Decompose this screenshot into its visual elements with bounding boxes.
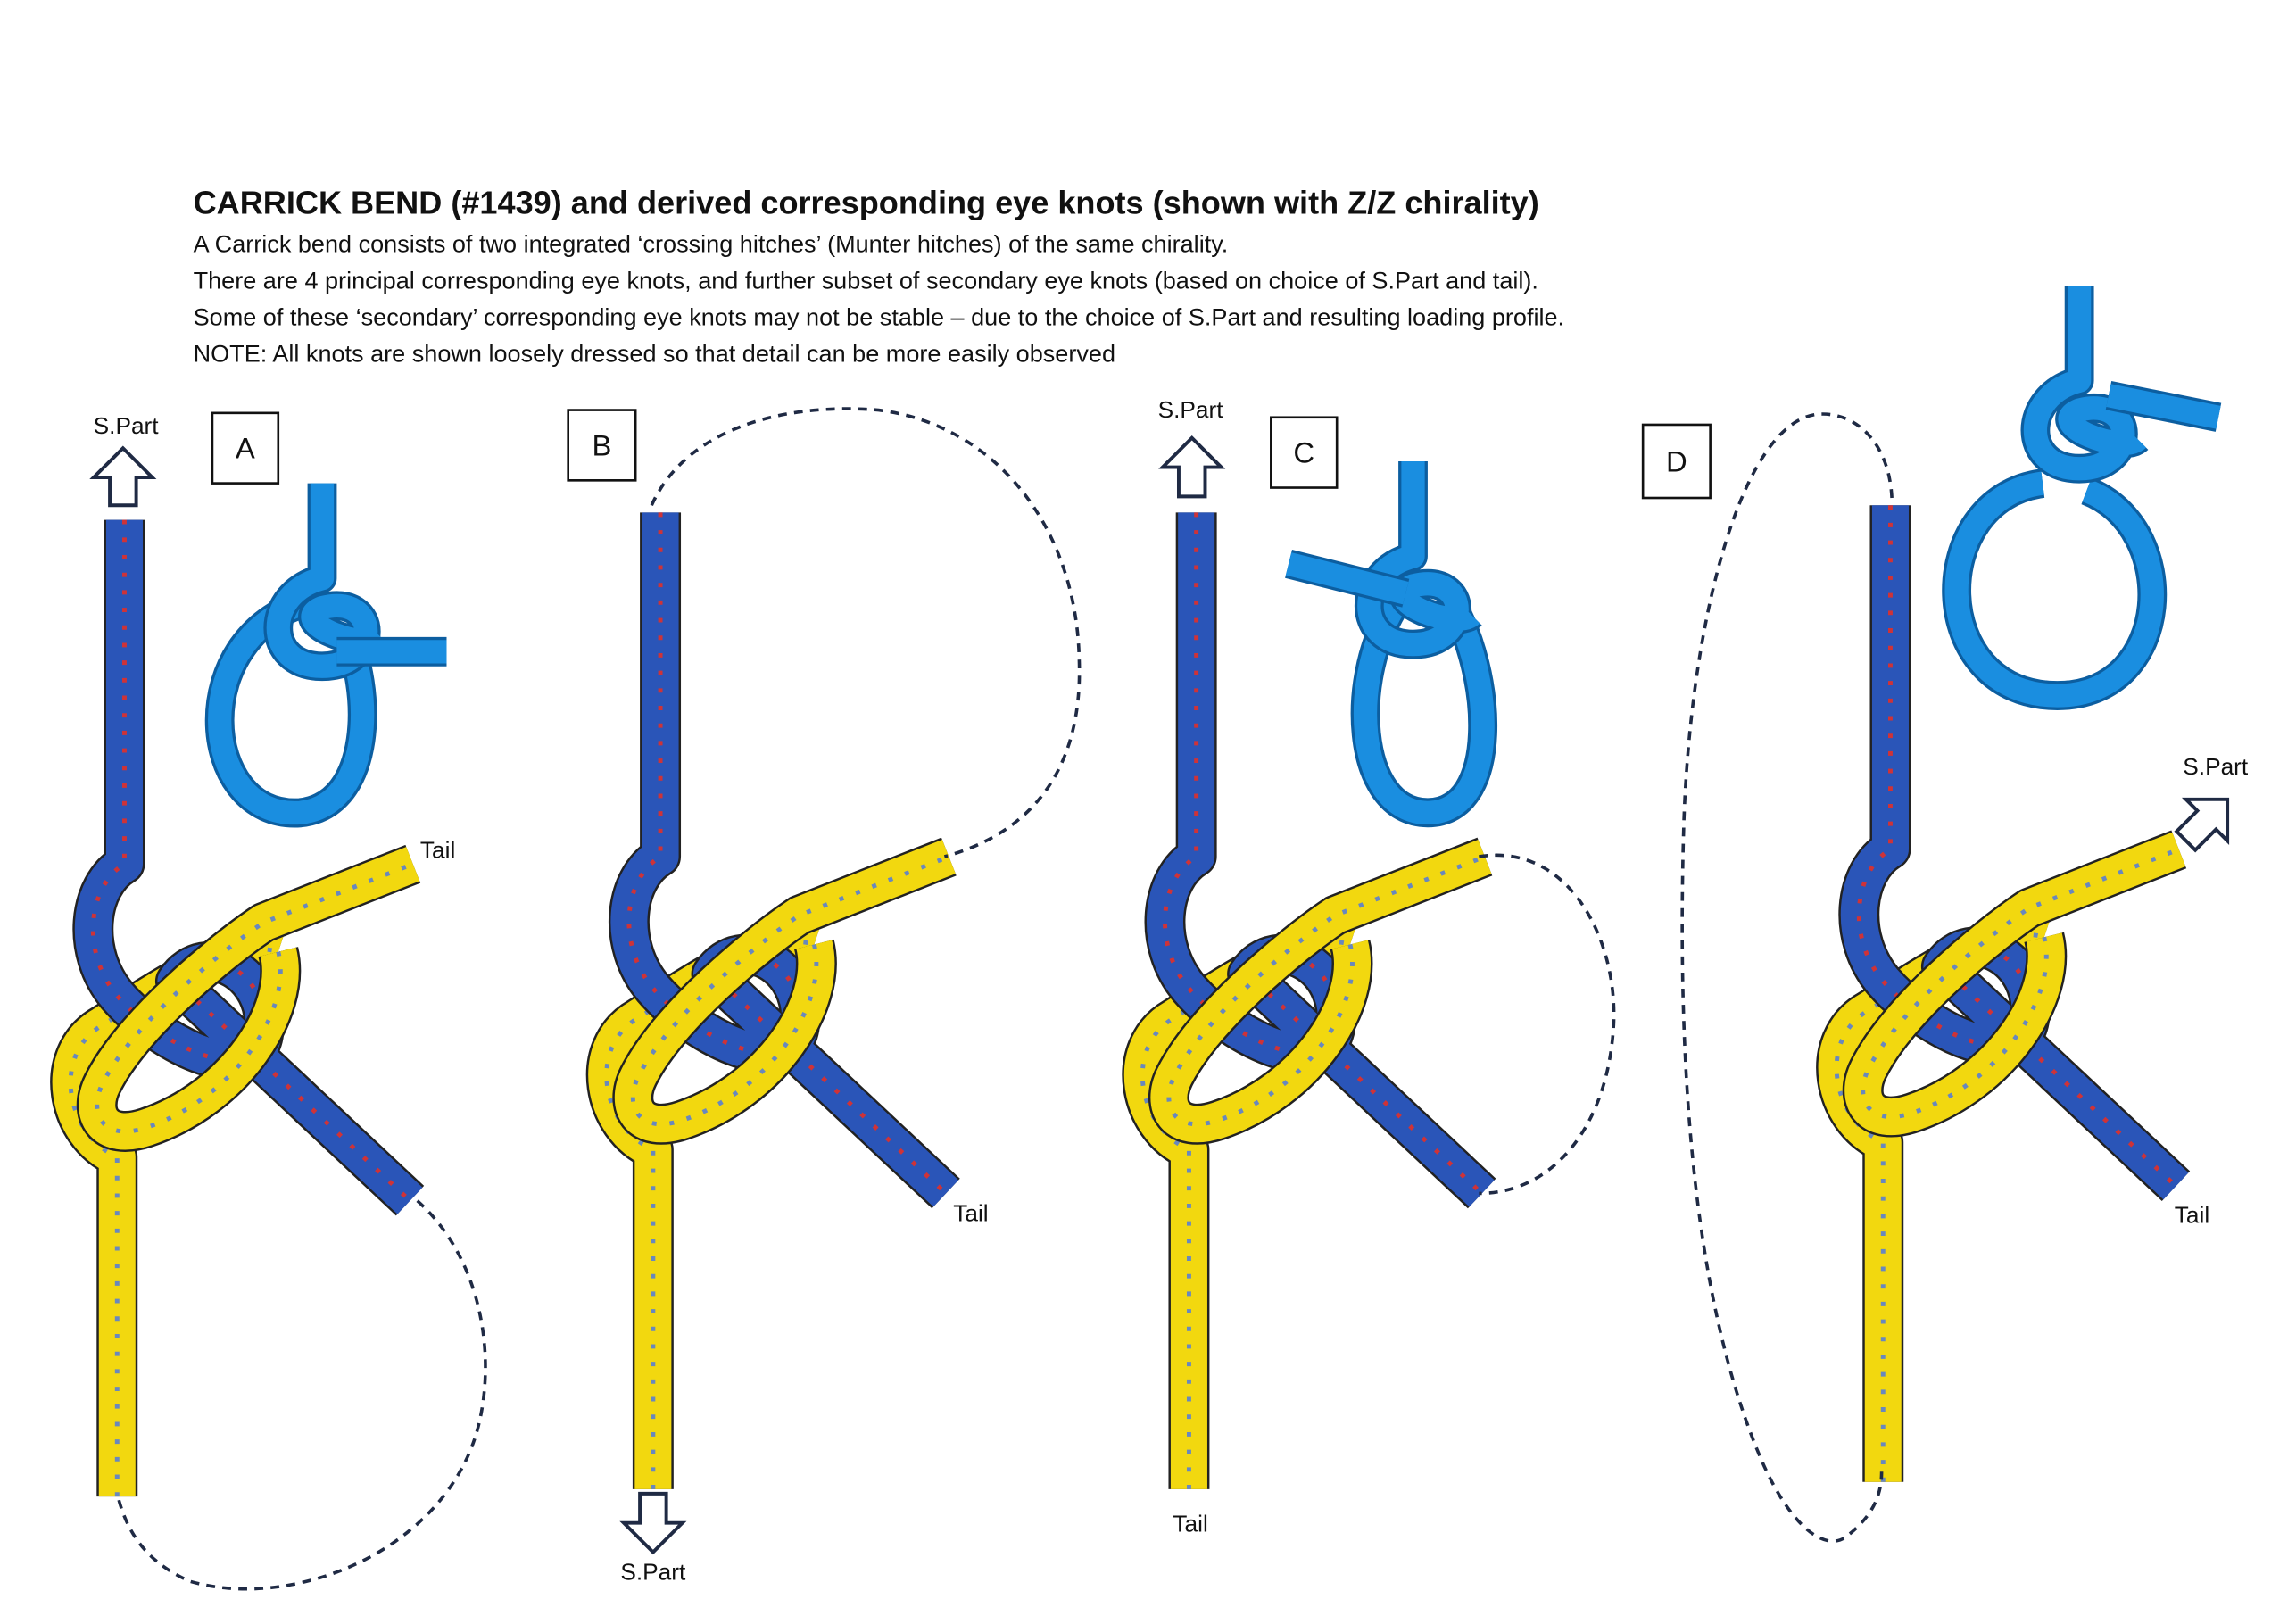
panel-c: C S.Part Tail — [1158, 396, 1339, 1537]
tail-label: Tail — [953, 1200, 988, 1227]
panel-b: B S.Part Tail — [567, 409, 989, 1586]
yellow-rope-tail-pattern — [1166, 854, 1486, 1127]
panel-d: D S.Part Tail — [1641, 423, 2249, 1228]
arrow-up-right-icon — [2174, 797, 2230, 853]
eye-tail — [1285, 552, 1409, 605]
eye-loop — [208, 589, 375, 824]
description-line-2: There are 4 principal corresponding eye … — [194, 266, 1538, 294]
yellow-rope-tail-pattern — [95, 861, 414, 1134]
arrow-up-icon — [89, 445, 157, 508]
panel-a: A S.Part Tail — [89, 411, 455, 864]
panel-letter: C — [1293, 436, 1314, 469]
carrick-bend-b — [585, 512, 960, 1489]
panel-label-box — [211, 411, 280, 485]
panel-letter: D — [1666, 444, 1687, 477]
spart-label: S.Part — [2183, 753, 2249, 780]
dashed-eye-path-d — [1680, 412, 1894, 1543]
panel-label-box — [1270, 416, 1339, 489]
carrick-bend-d — [1816, 505, 2191, 1482]
eye-knot-inset-c — [1285, 460, 1498, 828]
carrick-bend-c — [1122, 512, 1496, 1489]
panel-letter: B — [592, 428, 611, 461]
spart-label: S.Part — [94, 412, 160, 439]
eye-tail — [2106, 384, 2221, 429]
spart-label: S.Part — [1158, 396, 1224, 423]
blue-rope — [1840, 505, 2189, 1200]
tail-label: Tail — [2175, 1201, 2209, 1228]
page-title: CARRICK BEND (#1439) and derived corresp… — [194, 185, 1539, 221]
panel-label-box — [1641, 423, 1712, 500]
arrow-up-icon — [1158, 435, 1226, 499]
yellow-rope-tail-pattern — [630, 854, 950, 1127]
panel-label-box — [567, 409, 637, 482]
rope-illustrations — [50, 286, 2222, 1497]
eye-knot-inset-d — [1942, 286, 2222, 710]
panel-letter: A — [236, 432, 255, 465]
tail-label: Tail — [1173, 1511, 1207, 1537]
spart-label: S.Part — [620, 1559, 686, 1586]
arrow-down-icon — [619, 1491, 687, 1555]
eye-knot-inset-a — [204, 483, 447, 828]
carrick-bend-a — [50, 519, 425, 1497]
blue-rope — [610, 512, 959, 1207]
dashed-eye-path-b — [650, 407, 1082, 858]
eye-loop — [1353, 593, 1495, 824]
eye-loop — [1944, 471, 2164, 708]
description-line-4: NOTE: All knots are shown loosely dresse… — [194, 339, 1115, 367]
description-line-3: Some of these ‘secondary’ corresponding … — [194, 302, 1564, 330]
yellow-rope-tail-pattern — [1861, 847, 2180, 1120]
description-line-1: A Carrick bend consists of two integrate… — [194, 229, 1229, 257]
header: CARRICK BEND (#1439) and derived corresp… — [194, 185, 1564, 368]
dashed-eye-path-a — [115, 1199, 487, 1591]
eye-knot — [2024, 286, 2147, 481]
dashed-eye-path-c — [1479, 853, 1616, 1196]
tail-label: Tail — [420, 837, 455, 864]
